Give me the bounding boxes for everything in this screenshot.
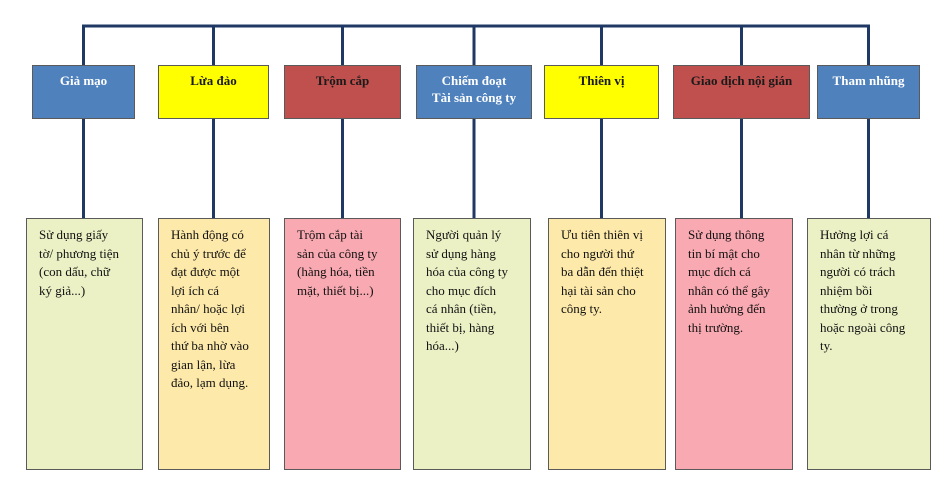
category-title: Tài sản công ty <box>431 90 517 105</box>
description-line: Hưởng lợi cá <box>820 227 889 242</box>
category-header: Lừa đảo <box>158 65 269 119</box>
description-line: Sử dụng thông <box>688 227 765 242</box>
description-line: ký giả...) <box>39 282 86 298</box>
description-line: mục đích cá <box>688 264 751 279</box>
category-title: Lừa đảo <box>190 73 237 88</box>
description-line: hoặc ngoài công <box>820 319 906 335</box>
description-line: Trộm cắp tài <box>297 227 363 242</box>
description-line: công ty. <box>561 301 603 316</box>
description-line: tờ/ phương tiện <box>39 245 120 261</box>
category-title: Giả mạo <box>59 73 108 88</box>
description-line: thị trường. <box>688 319 744 335</box>
category-title: Giao dịch nội gián <box>690 73 793 88</box>
description-line: chủ ý trước để <box>171 245 246 261</box>
description-line: thường ở trong <box>820 301 898 316</box>
description-line: nhân từ những <box>820 245 896 261</box>
category-title: Tham nhũng <box>832 73 905 88</box>
description-line: sản của công ty <box>297 245 378 261</box>
description-line: hóa của công ty <box>426 264 508 279</box>
description-line: gian lận, lừa <box>171 356 236 372</box>
description-line: nhân/ hoặc lợi <box>171 301 246 316</box>
description-line: Ưu tiên thiên vị <box>561 227 643 242</box>
description-line: ảnh hưởng đến <box>688 301 766 316</box>
category-header: Tham nhũng <box>817 65 920 119</box>
category-header: Giả mạo <box>32 65 135 119</box>
description-line: Hành động có <box>171 227 244 242</box>
description-line: cá nhân (tiền, <box>426 301 497 316</box>
description-line: đảo, lạm dụng. <box>171 375 249 390</box>
description-line: đạt được một <box>171 264 240 279</box>
description-line: thứ ba nhờ vào <box>171 338 249 353</box>
category-header: Trộm cắp <box>284 65 401 119</box>
category-description: Hưởng lợi cá nhân từ những người có trách n… <box>807 218 931 470</box>
category-description: Sử dụng giấy tờ/ phương tiện (con dấu, chữ… <box>26 218 143 470</box>
description-line: Sử dụng giấy <box>39 227 109 242</box>
description-line: ty. <box>820 338 833 353</box>
description-line: ba dẫn đến thiệt <box>561 264 644 279</box>
description-line: (con dấu, chữ <box>39 264 110 279</box>
category-title: Trộm cắp <box>315 73 370 88</box>
description-line: (hàng hóa, tiền <box>297 264 375 279</box>
category-header: Giao dịch nội gián <box>673 65 810 119</box>
description-line: ích với bên <box>171 319 230 335</box>
description-line: nhân có thể gây <box>688 282 770 298</box>
category-description: Ưu tiên thiên vị cho người thứ ba dẫn đến … <box>548 218 666 470</box>
category-title: Thiên vị <box>578 73 625 88</box>
description-line: người có trách <box>820 264 896 279</box>
description-line: sử dụng hàng <box>426 245 496 261</box>
description-line: tin bí mật cho <box>688 245 760 261</box>
description-line: cho người thứ <box>561 245 634 261</box>
description-line: mặt, thiết bị...) <box>297 282 374 298</box>
description-line: Người quản lý <box>426 227 502 242</box>
description-line: hóa...) <box>426 338 459 353</box>
category-description: Trộm cắp tài sản của công ty (hàng hóa, ti… <box>284 218 401 470</box>
category-description: Người quản lý sử dụng hàng hóa của công ty… <box>413 218 531 470</box>
category-description: Hành động có chủ ý trước để đạt được một lợ… <box>158 218 270 470</box>
category-description: Sử dụng thông tin bí mật cho mục đích cá nh… <box>675 218 793 470</box>
description-line: thiết bị, hàng <box>426 319 495 335</box>
description-line: nhiệm bồi <box>820 282 873 298</box>
description-line: hại tài sản cho <box>561 282 636 298</box>
description-line: lợi ích cá <box>171 282 220 298</box>
category-header: Thiên vị <box>544 65 659 119</box>
category-title: Chiếm đoạt <box>441 73 507 88</box>
description-line: cho mục đích <box>426 282 497 298</box>
